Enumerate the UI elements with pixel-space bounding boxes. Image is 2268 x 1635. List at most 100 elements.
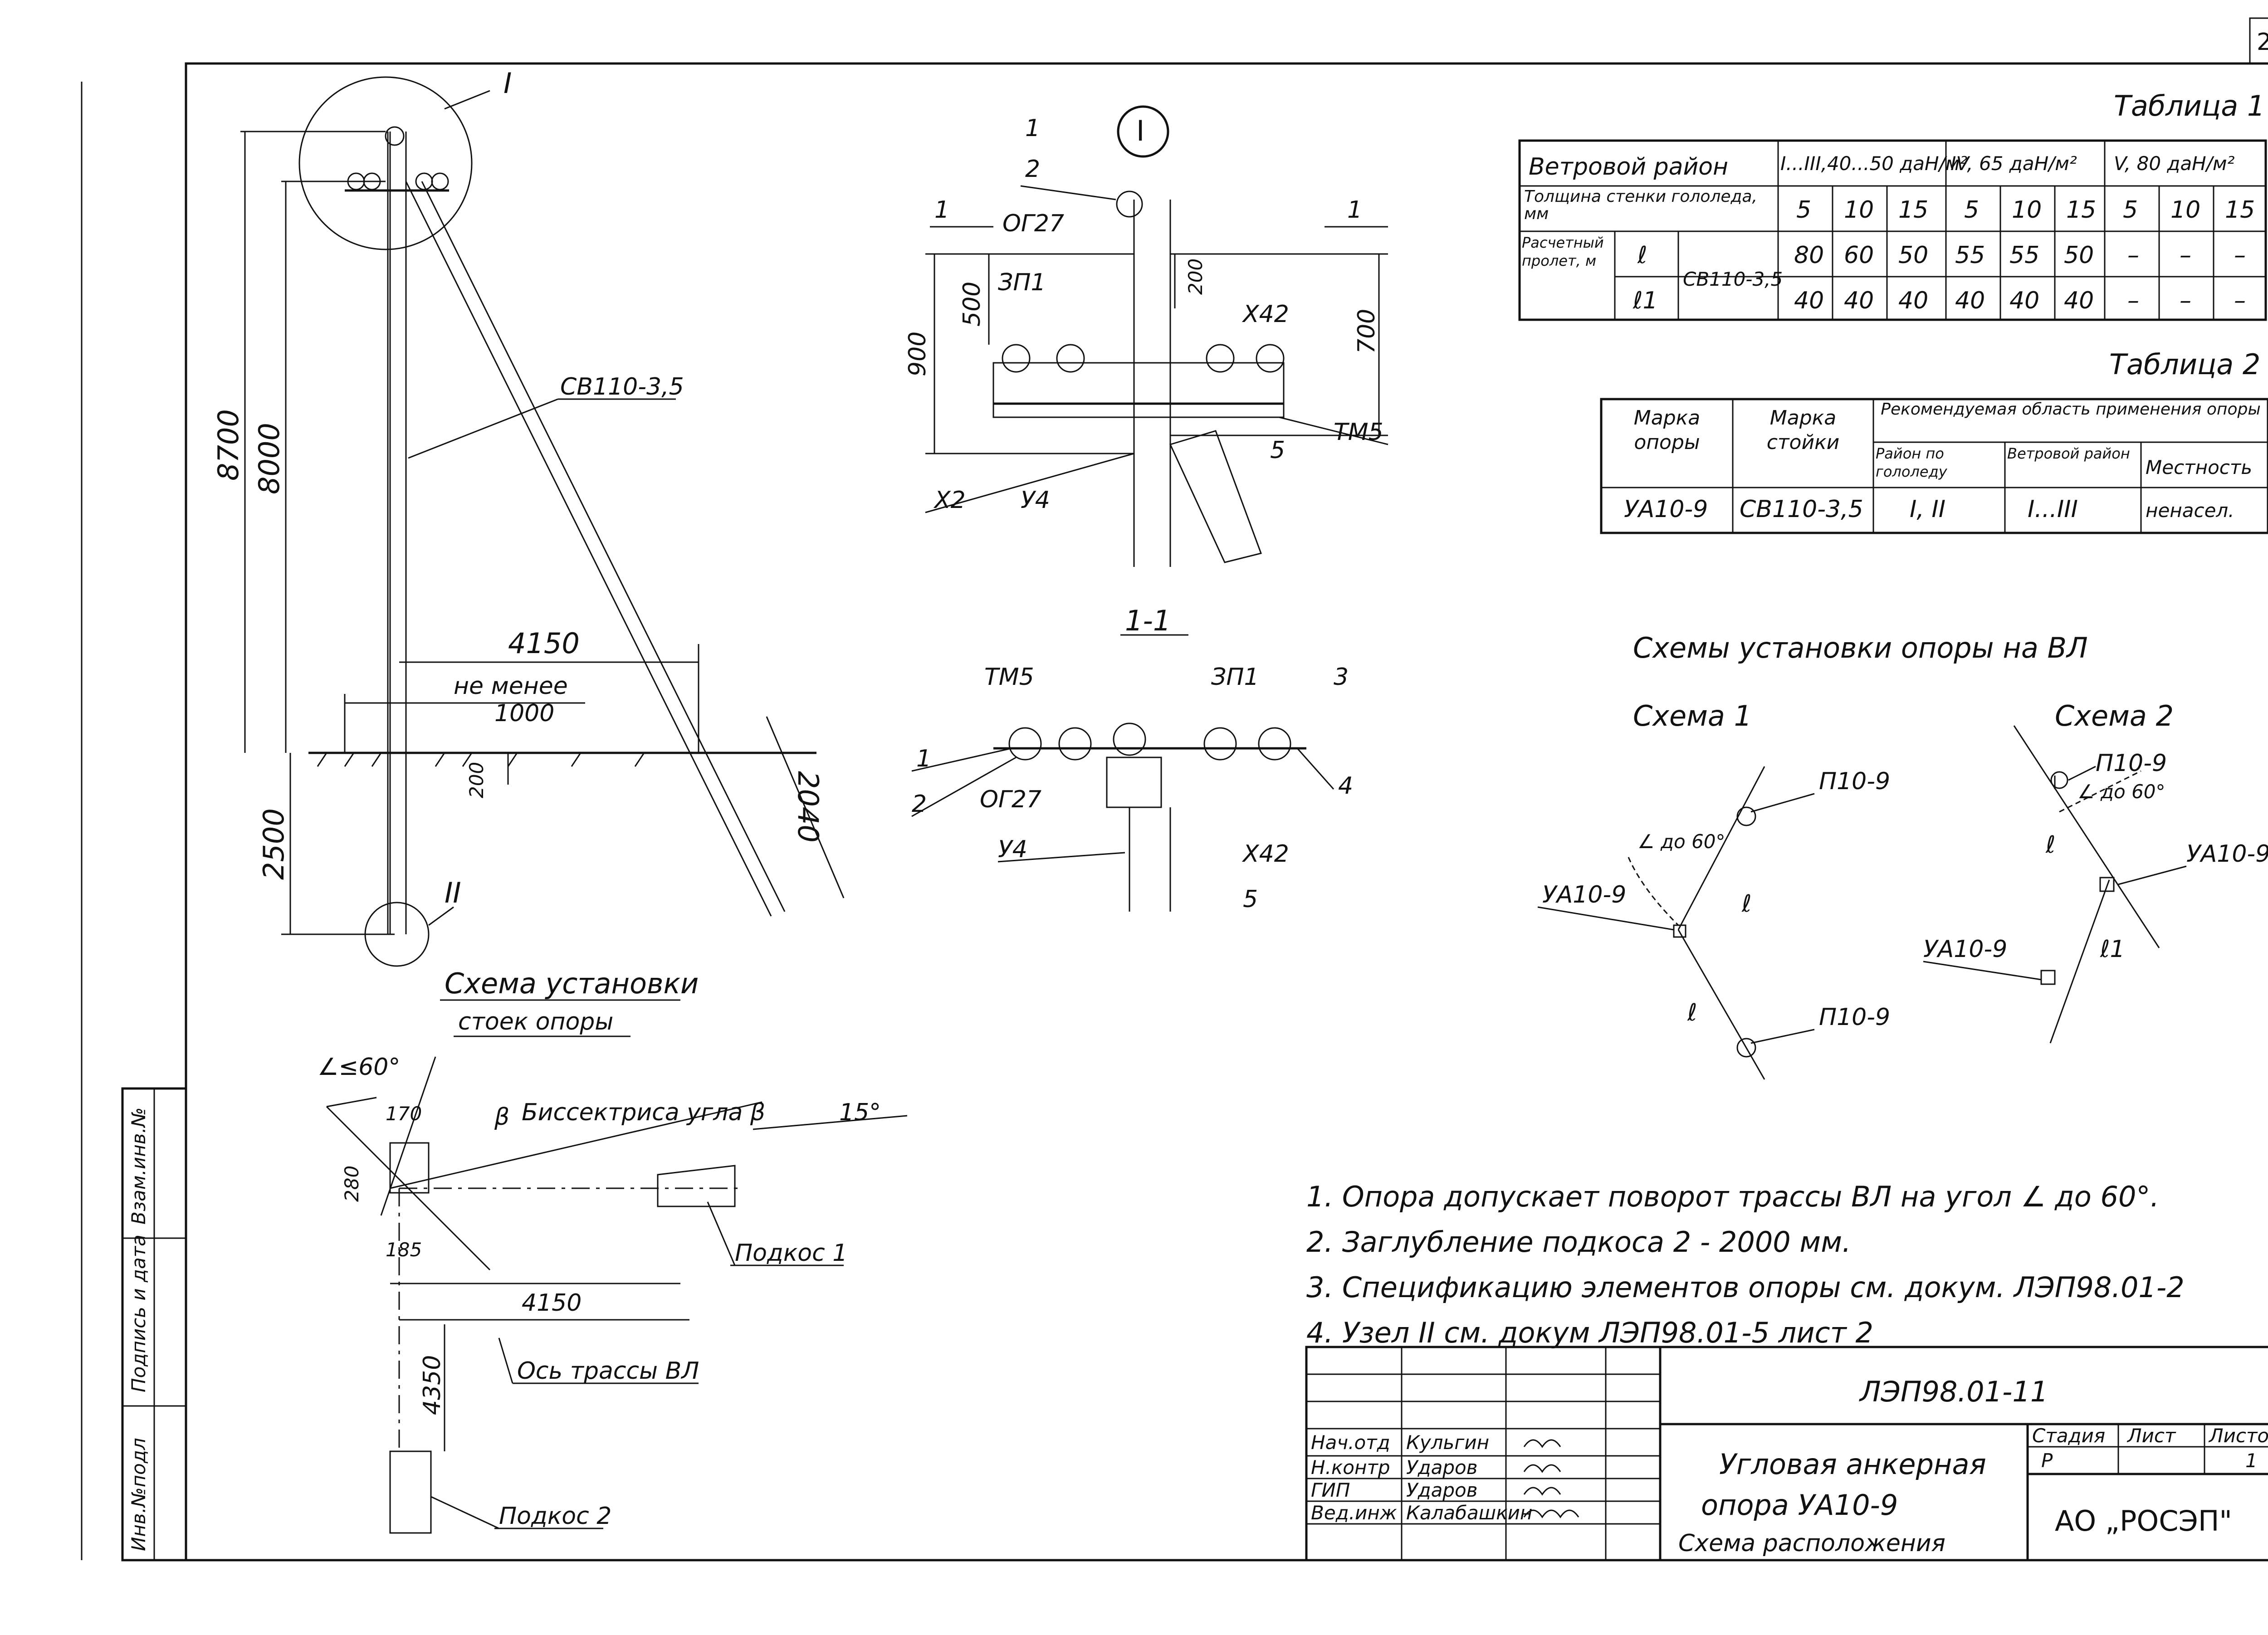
svg-text:СВ110-3,5: СВ110-3,5 (1683, 268, 1783, 290)
angle-label: ∠≤60° (318, 1054, 400, 1081)
svg-text:IV, 65 даН/м²: IV, 65 даН/м² (1950, 152, 2077, 175)
pole-drawing: I II 8700 8000 2500 (212, 67, 845, 967)
svg-text:2: 2 (912, 791, 927, 818)
scheme-title-2: стоек опоры (458, 1008, 613, 1035)
svg-text:40: 40 (1898, 287, 1928, 314)
section-title: 1-1 (1125, 604, 1171, 637)
svg-text:200: 200 (1184, 259, 1207, 295)
svg-text:4350: 4350 (419, 1355, 446, 1415)
dim-1000: 1000 (494, 700, 554, 727)
title-line-1: Угловая анкерная (1719, 1448, 1986, 1481)
svg-text:П10-9: П10-9 (2096, 750, 2167, 777)
brace1-label: Подкос 1 (735, 1240, 847, 1267)
svg-text:4: 4 (1338, 772, 1353, 800)
svg-text:УА10-9: УА10-9 (2186, 840, 2268, 868)
side-stamp: Взам.инв.№ Подпись и дата Инв.№подл (121, 1087, 187, 1562)
svg-text:900: 900 (904, 332, 931, 376)
svg-text:Вед.инж: Вед.инж (1311, 1502, 1397, 1524)
table1-ice-row: 5 10 15 5 10 15 5 10 15 (1796, 196, 2255, 224)
svg-text:Лист: Лист (2126, 1425, 2176, 1447)
svg-text:Х2: Х2 (933, 487, 966, 514)
line-schemes: Схемы установки опоры на ВЛ Схема 1 Схем… (1537, 631, 2268, 1080)
svg-text:10: 10 (2012, 196, 2042, 224)
schemes-heading: Схемы установки опоры на ВЛ (1633, 631, 2088, 664)
svg-text:Р: Р (2041, 1450, 2053, 1472)
svg-text:Ветровой район: Ветровой район (1529, 153, 1728, 181)
svg-text:5: 5 (1270, 437, 1285, 464)
scheme1-title: Схема 1 (1633, 699, 1752, 732)
node-marker-bottom: II (445, 876, 461, 909)
table1-l1-row: 40 40 40 40 40 40 – – – (1794, 287, 2246, 314)
dim-200: 200 (465, 762, 488, 798)
svg-text:Нач.отд: Нач.отд (1311, 1431, 1390, 1454)
stamp-replace-inv: Взам.инв.№ (127, 1108, 150, 1225)
table2-caption: Таблица 2 (2109, 348, 2260, 381)
svg-text:∠ до 60°: ∠ до 60° (1637, 830, 1725, 853)
svg-text:ОГ27: ОГ27 (980, 786, 1041, 813)
table-2: Таблица 2 Марка опоры Марка стойки Реком… (1600, 348, 2268, 534)
svg-text:185: 185 (386, 1239, 422, 1261)
note-3: 3. Спецификацию элементов опоры см. доку… (1306, 1271, 2185, 1304)
svg-text:Кульгин: Кульгин (1406, 1431, 1489, 1454)
svg-text:1: 1 (2245, 1450, 2258, 1472)
svg-text:I...III,40...50 даН/м²: I...III,40...50 даН/м² (1780, 152, 1967, 175)
signature-marks (1523, 1439, 1579, 1518)
svg-text:П10-9: П10-9 (1819, 1004, 1890, 1031)
svg-text:–: – (2127, 287, 2139, 314)
svg-text:15: 15 (2066, 196, 2096, 224)
svg-text:ℓ1: ℓ1 (2100, 936, 2125, 963)
svg-text:ГИП: ГИП (1311, 1479, 1350, 1501)
svg-text:Х42: Х42 (1242, 301, 1289, 328)
svg-text:50: 50 (1898, 242, 1928, 269)
svg-text:60: 60 (1844, 242, 1874, 269)
svg-text:5: 5 (2123, 196, 2138, 224)
svg-text:55: 55 (1955, 242, 1985, 269)
table1-l-row: 80 60 50 55 55 50 – – – (1794, 242, 2246, 269)
svg-text:15: 15 (1898, 196, 1928, 224)
svg-text:ТМ5: ТМ5 (984, 664, 1034, 691)
svg-text:ЗП1: ЗП1 (1211, 664, 1259, 691)
note-2: 2. Заглубление подкоса 2 - 2000 мм. (1306, 1225, 1851, 1259)
svg-text:ненасел.: ненасел. (2146, 499, 2234, 522)
svg-text:1: 1 (934, 196, 949, 224)
dim-2500: 2500 (257, 808, 290, 880)
note-4: 4. Узел II см. докум ЛЭП98.01-5 лист 2 (1306, 1316, 1873, 1349)
svg-text:–: – (2234, 242, 2246, 269)
table1-caption: Таблица 1 (2114, 89, 2265, 122)
dim-2040: 2040 (792, 771, 825, 843)
svg-text:УА10-9: УА10-9 (1624, 496, 1708, 523)
svg-text:Н.контр: Н.контр (1311, 1456, 1390, 1479)
svg-text:170: 170 (386, 1103, 422, 1125)
node-detail-title: I (1136, 114, 1144, 147)
layout-scheme: Схема установки стоек опоры ∠≤60° β Бисс… (318, 967, 908, 1534)
svg-text:1: 1 (1025, 115, 1040, 142)
node-circle-top (298, 76, 473, 250)
node-marker-top: I (503, 67, 512, 100)
table-1: Таблица 1 Ветровой район I...III,40...50… (1518, 89, 2267, 321)
dim-4150: 4150 (508, 627, 580, 660)
title-line-3: Схема расположения (1678, 1530, 1945, 1557)
notes: 1. Опора допускает поворот трассы ВЛ на … (1306, 1180, 2185, 1349)
svg-text:У4: У4 (1021, 487, 1050, 514)
stamp-sign-date: Подпись и дата (127, 1235, 150, 1392)
brace2-label: Подкос 2 (499, 1503, 611, 1530)
svg-text:Ударов: Ударов (1406, 1456, 1477, 1479)
svg-text:3: 3 (1334, 664, 1349, 691)
doc-code: ЛЭП98.01-11 (1859, 1375, 2048, 1408)
svg-text:Калабашкин: Калабашкин (1406, 1502, 1532, 1524)
svg-text:–: – (2127, 242, 2139, 269)
svg-text:40: 40 (1955, 287, 1985, 314)
svg-text:280: 280 (341, 1166, 363, 1202)
svg-text:∠ до 60°: ∠ до 60° (2077, 781, 2165, 803)
svg-text:500: 500 (958, 282, 986, 327)
node-detail-i: I 1 1 1 2 ОГ27 ЗП1 Х42 ТМ5 Х2 У4 5 9 (904, 105, 1388, 567)
svg-text:ℓ: ℓ (2045, 831, 2055, 859)
svg-text:СВ110-3,5: СВ110-3,5 (1740, 496, 1863, 523)
title-block: ЛЭП98.01-11 Угловая анкерная опора УА10-… (1305, 1346, 2268, 1562)
svg-text:55: 55 (2009, 242, 2039, 269)
svg-text:V, 80 даН/м²: V, 80 даН/м² (2114, 152, 2235, 175)
svg-text:ℓ1: ℓ1 (1633, 287, 1658, 314)
svg-text:I, II: I, II (1910, 496, 1945, 523)
sheet-frame (81, 17, 2268, 1562)
